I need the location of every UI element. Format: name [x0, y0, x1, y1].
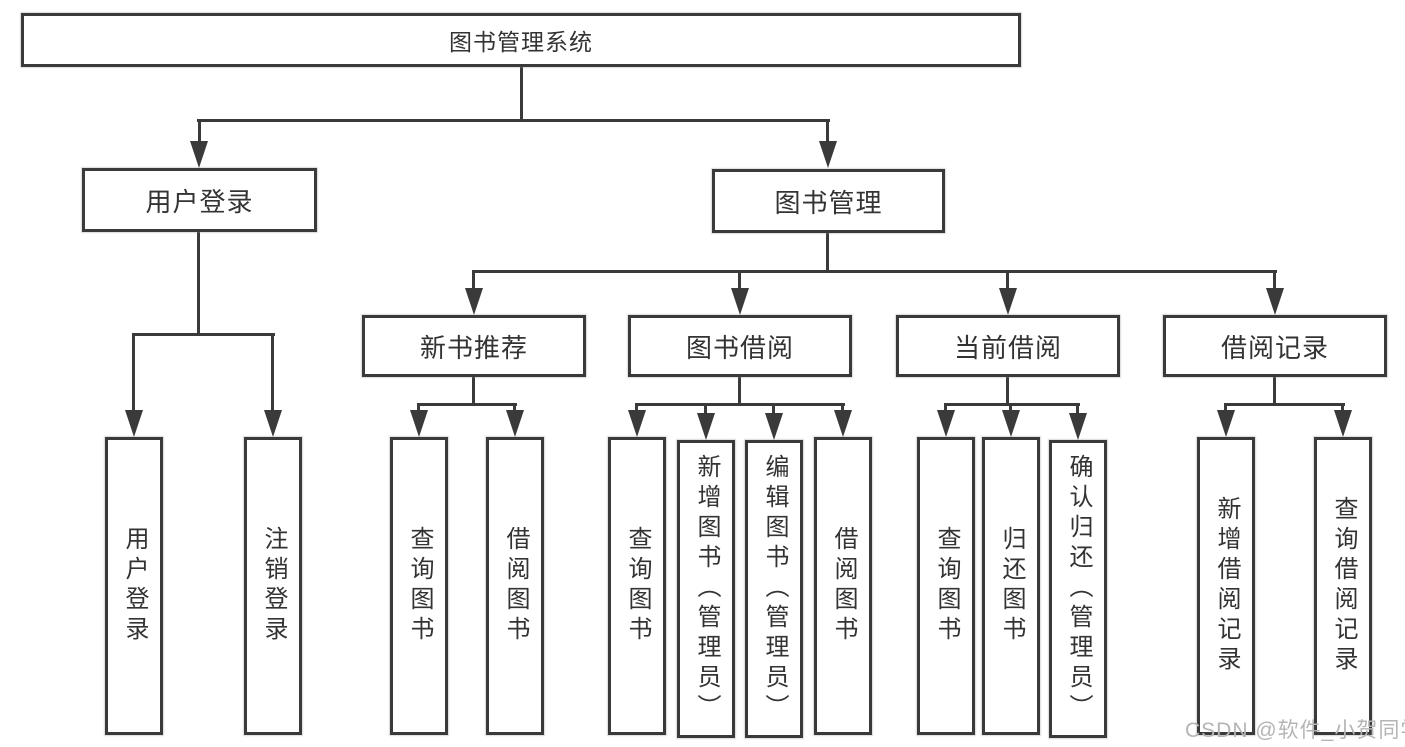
node-label: 用户登录 — [145, 186, 254, 217]
leaf-label: 用户登录 — [121, 526, 148, 646]
arrow-down-icon — [765, 413, 783, 440]
leaf-label: 确认归还（管理员） — [1065, 454, 1092, 724]
arrow-down-icon — [697, 413, 715, 440]
leaf-add-borrow-record: 新增借阅记录 — [1197, 437, 1255, 735]
node-label: 图书管理 — [774, 187, 883, 218]
node-new-book-recommendation: 新书推荐 — [362, 315, 586, 377]
connector-currentborrow-rail — [944, 403, 1080, 406]
connector-bookmgmt-rail — [472, 270, 1277, 273]
arrow-down-icon — [819, 141, 837, 168]
connector-root-rail — [197, 119, 830, 122]
connector-drop — [704, 403, 707, 416]
connector-drop — [1006, 270, 1009, 290]
leaf-label: 新增借阅记录 — [1213, 496, 1240, 676]
connector-drop — [1273, 270, 1276, 290]
connector-drop — [132, 333, 135, 412]
leaf-return-books: 归还图书 — [982, 437, 1040, 735]
leaf-user-login: 用户登录 — [105, 437, 163, 735]
leaf-label: 注销登录 — [260, 526, 287, 646]
node-current-borrowing: 当前借阅 — [896, 315, 1120, 377]
leaf-label: 借阅图书 — [502, 526, 529, 646]
connector-borrowrecords-stem — [1273, 377, 1276, 406]
node-user-login-group: 用户登录 — [82, 168, 317, 232]
connector-drop — [1009, 403, 1012, 413]
node-label: 图书借阅 — [685, 332, 794, 363]
connector-bookborrow-rail — [635, 403, 845, 406]
connector-drop — [198, 119, 201, 143]
leaf-label: 编辑图书（管理员） — [761, 454, 788, 724]
connector-drop — [1341, 403, 1344, 413]
connector-drop — [944, 403, 947, 413]
leaf-label: 查询图书 — [624, 526, 651, 646]
leaf-edit-books-admin: 编辑图书（管理员） — [745, 440, 803, 738]
leaf-logout: 注销登录 — [244, 437, 302, 735]
arrow-down-icon — [999, 288, 1017, 315]
connector-borrowrecords-rail — [1224, 403, 1345, 406]
leaf-query-books-current: 查询图书 — [917, 437, 975, 735]
leaf-add-books-admin: 新增图书（管理员） — [677, 440, 735, 738]
arrow-down-icon — [834, 410, 852, 437]
connector-drop — [772, 403, 775, 416]
connector-root-stem — [520, 65, 523, 120]
leaf-query-books-recommend: 查询图书 — [390, 437, 448, 735]
leaf-label: 归还图书 — [998, 526, 1025, 646]
connector-drop — [635, 403, 638, 413]
arrow-down-icon — [465, 288, 483, 315]
connector-drop — [738, 270, 741, 290]
connector-drop — [841, 403, 844, 413]
leaf-query-borrow-record: 查询借阅记录 — [1314, 437, 1372, 735]
connector-drop — [1076, 403, 1079, 416]
node-label: 图书管理系统 — [449, 29, 593, 55]
arrow-down-icon — [190, 141, 208, 168]
connector-userlogin-rail — [132, 333, 275, 336]
leaf-confirm-return-admin: 确认归还（管理员） — [1049, 440, 1107, 738]
connector-drop — [513, 403, 516, 413]
connector-drop — [417, 403, 420, 413]
node-borrowing-records: 借阅记录 — [1163, 315, 1387, 377]
arrow-down-icon — [410, 410, 428, 437]
leaf-label: 新增图书（管理员） — [693, 454, 720, 724]
arrow-down-icon — [628, 410, 646, 437]
arrow-down-icon — [1069, 413, 1087, 440]
connector-newbook-stem — [472, 377, 475, 406]
node-library-management-system: 图书管理系统 — [21, 13, 1021, 67]
connector-drop — [826, 119, 829, 143]
leaf-borrow-books-borrowing: 借阅图书 — [814, 437, 872, 735]
node-label: 借阅记录 — [1220, 332, 1329, 363]
connector-drop — [1224, 403, 1227, 413]
arrow-down-icon — [264, 410, 282, 437]
leaf-query-books-borrowing: 查询图书 — [608, 437, 666, 735]
node-book-management: 图书管理 — [712, 169, 945, 233]
arrow-down-icon — [1266, 288, 1284, 315]
connector-userlogin-stem — [197, 232, 200, 335]
arrow-down-icon — [125, 410, 143, 437]
connector-currentborrow-stem — [1006, 377, 1009, 406]
node-label: 新书推荐 — [419, 332, 528, 363]
leaf-borrow-books-recommend: 借阅图书 — [486, 437, 544, 735]
arrow-down-icon — [1002, 410, 1020, 437]
leaf-label: 查询图书 — [406, 526, 433, 646]
csdn-watermark: CSDN @软件_小贺同学 — [1185, 719, 1405, 742]
arrow-down-icon — [731, 288, 749, 315]
connector-bookborrow-stem — [738, 377, 741, 406]
arrow-down-icon — [506, 410, 524, 437]
arrow-down-icon — [1217, 410, 1235, 437]
leaf-label: 查询借阅记录 — [1330, 496, 1357, 676]
node-label: 当前借阅 — [953, 332, 1062, 363]
leaf-label: 查询图书 — [933, 526, 960, 646]
connector-newbook-rail — [417, 403, 517, 406]
connector-drop — [472, 270, 475, 290]
connector-drop — [271, 333, 274, 412]
leaf-label: 借阅图书 — [830, 526, 857, 646]
connector-bookmgmt-stem — [826, 233, 829, 272]
node-book-borrowing: 图书借阅 — [628, 315, 852, 377]
arrow-down-icon — [937, 410, 955, 437]
arrow-down-icon — [1334, 410, 1352, 437]
